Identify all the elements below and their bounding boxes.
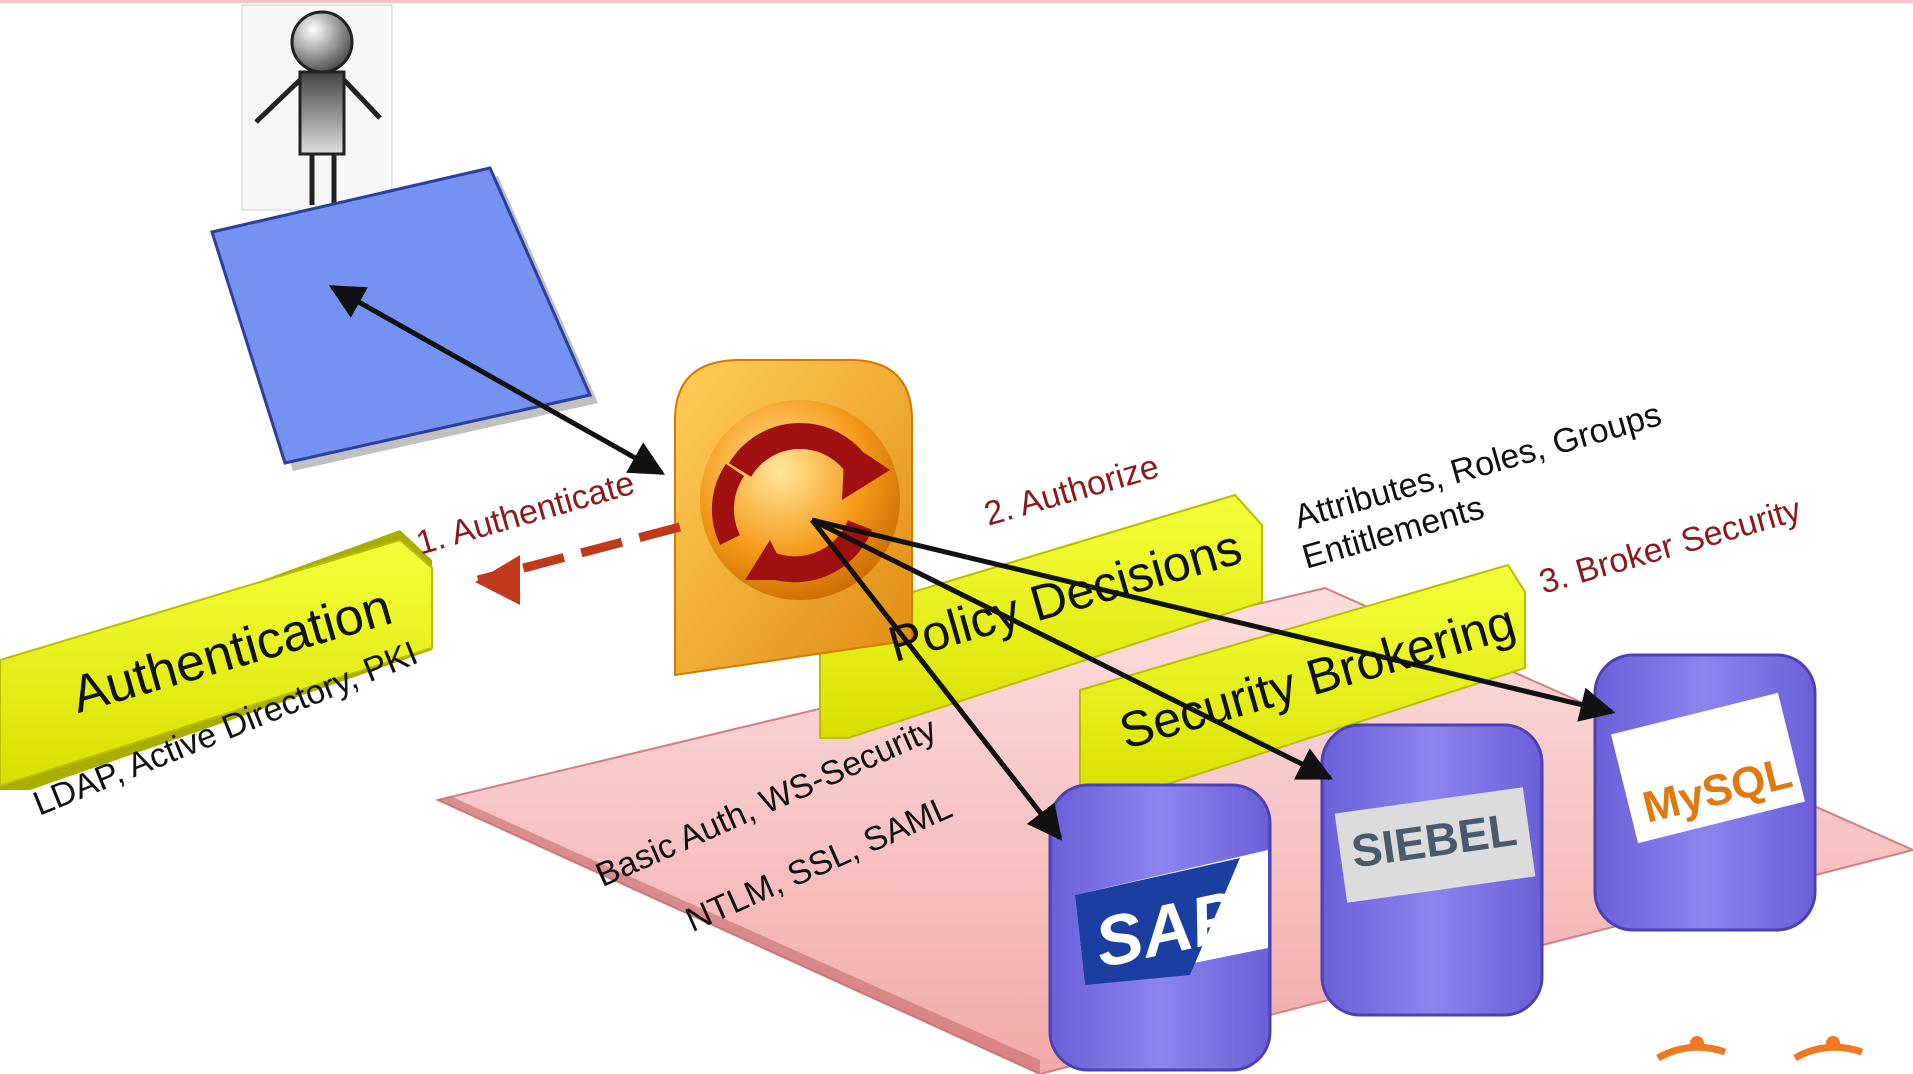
- user-figure: [241, 4, 393, 211]
- server-sap: [1048, 783, 1272, 1072]
- flow-arrows: [328, 284, 1616, 841]
- client-screen: [210, 166, 598, 471]
- policy-decisions-bar: [819, 493, 1263, 739]
- footer-logo: [1656, 1036, 1864, 1062]
- server-mysql: [1593, 653, 1817, 932]
- authentication-bar: [0, 530, 433, 790]
- top-rule: [0, 0, 1913, 3]
- server-siebel: [1320, 723, 1544, 1017]
- security-hub: [674, 359, 913, 677]
